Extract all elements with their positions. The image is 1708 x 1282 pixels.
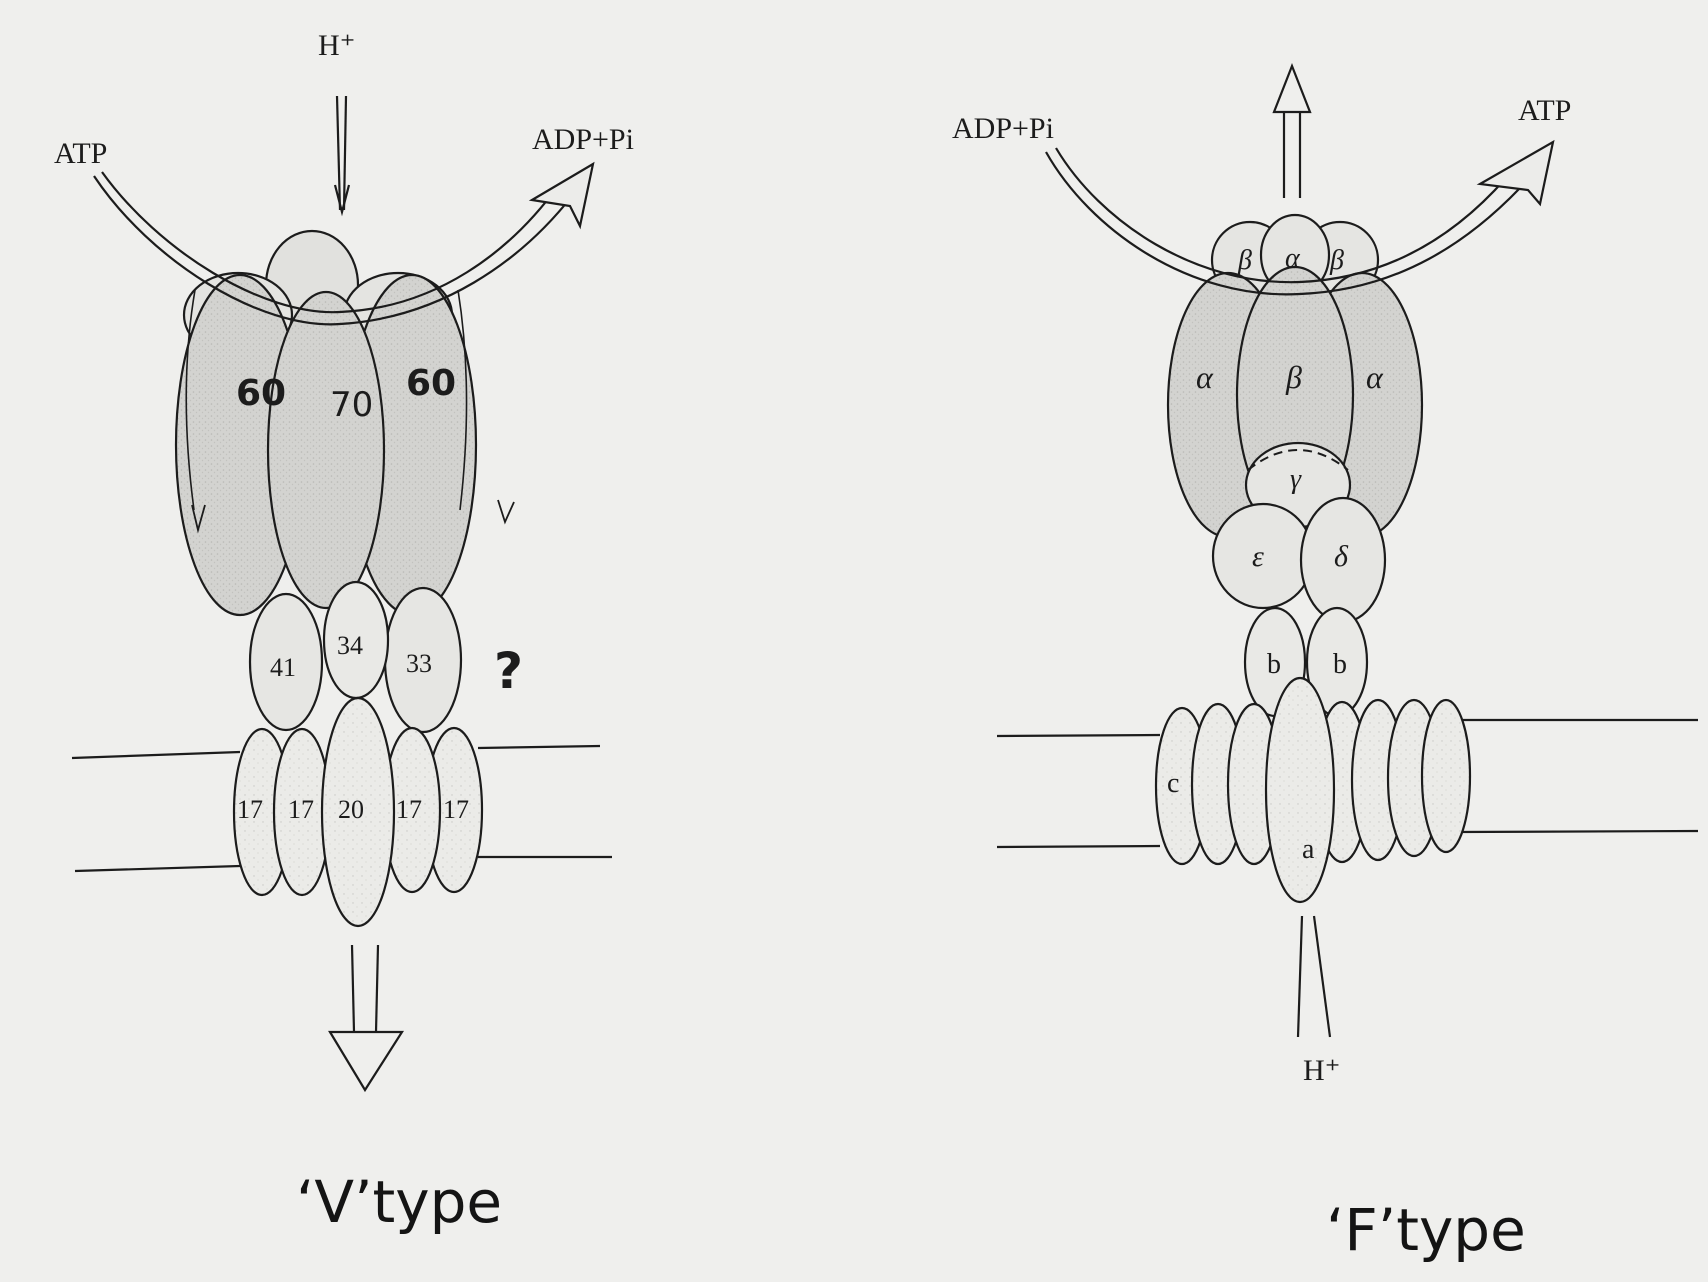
f-label-top-alpha: α xyxy=(1285,243,1301,274)
f-label-a: a xyxy=(1302,834,1315,865)
f-label-gamma: γ xyxy=(1290,464,1302,495)
v-label-41: 41 xyxy=(270,653,296,682)
v-subunit-70 xyxy=(268,292,384,608)
v-label-33: 33 xyxy=(406,649,432,678)
f-adp-label: ADP+Pi xyxy=(952,112,1054,145)
f-atp-label: ATP xyxy=(1518,94,1571,127)
v-label-17-d: 17 xyxy=(443,795,469,824)
f-label-c: c xyxy=(1167,768,1179,799)
v-label-17-b: 17 xyxy=(288,795,314,824)
f-label-delta: δ xyxy=(1334,540,1349,573)
f-label-top-beta-left: β xyxy=(1237,245,1252,276)
v-label-17-c: 17 xyxy=(396,795,422,824)
f-label-top-beta-right: β xyxy=(1329,245,1344,276)
v-label-20: 20 xyxy=(338,795,364,824)
f-label-alpha-left: α xyxy=(1196,359,1214,395)
v-type-caption: ‘V’type xyxy=(296,1168,502,1236)
f-label-b-left: b xyxy=(1267,649,1281,680)
f-label-epsilon: ε xyxy=(1252,540,1264,573)
f-proton-out-arrow-icon xyxy=(1274,66,1310,198)
f-type-caption: ‘F’type xyxy=(1326,1196,1526,1264)
v-type-complex xyxy=(72,96,612,1090)
f-label-b-right: b xyxy=(1333,649,1347,680)
v-atp-label: ATP xyxy=(54,137,107,170)
v-label-60-right: 60 xyxy=(406,363,456,404)
v-proton-label: H⁺ xyxy=(318,29,356,62)
v-label-60-left: 60 xyxy=(236,373,286,414)
f-label-beta-center: β xyxy=(1285,359,1302,395)
v-proton-in-arrow-icon xyxy=(335,96,349,212)
v-label-70: 70 xyxy=(330,385,373,425)
f-proton-in-arrow-icon xyxy=(1298,916,1330,1037)
f-proton-label: H⁺ xyxy=(1303,1054,1341,1087)
f-subunit-a xyxy=(1266,678,1334,902)
v-proton-out-arrow-icon xyxy=(330,945,402,1090)
v-label-34: 34 xyxy=(337,631,363,660)
f-label-alpha-right: α xyxy=(1366,359,1384,395)
v-label-17-a: 17 xyxy=(237,795,263,824)
v-adp-label: ADP+Pi xyxy=(532,123,634,156)
v-question-mark: ? xyxy=(494,642,523,700)
